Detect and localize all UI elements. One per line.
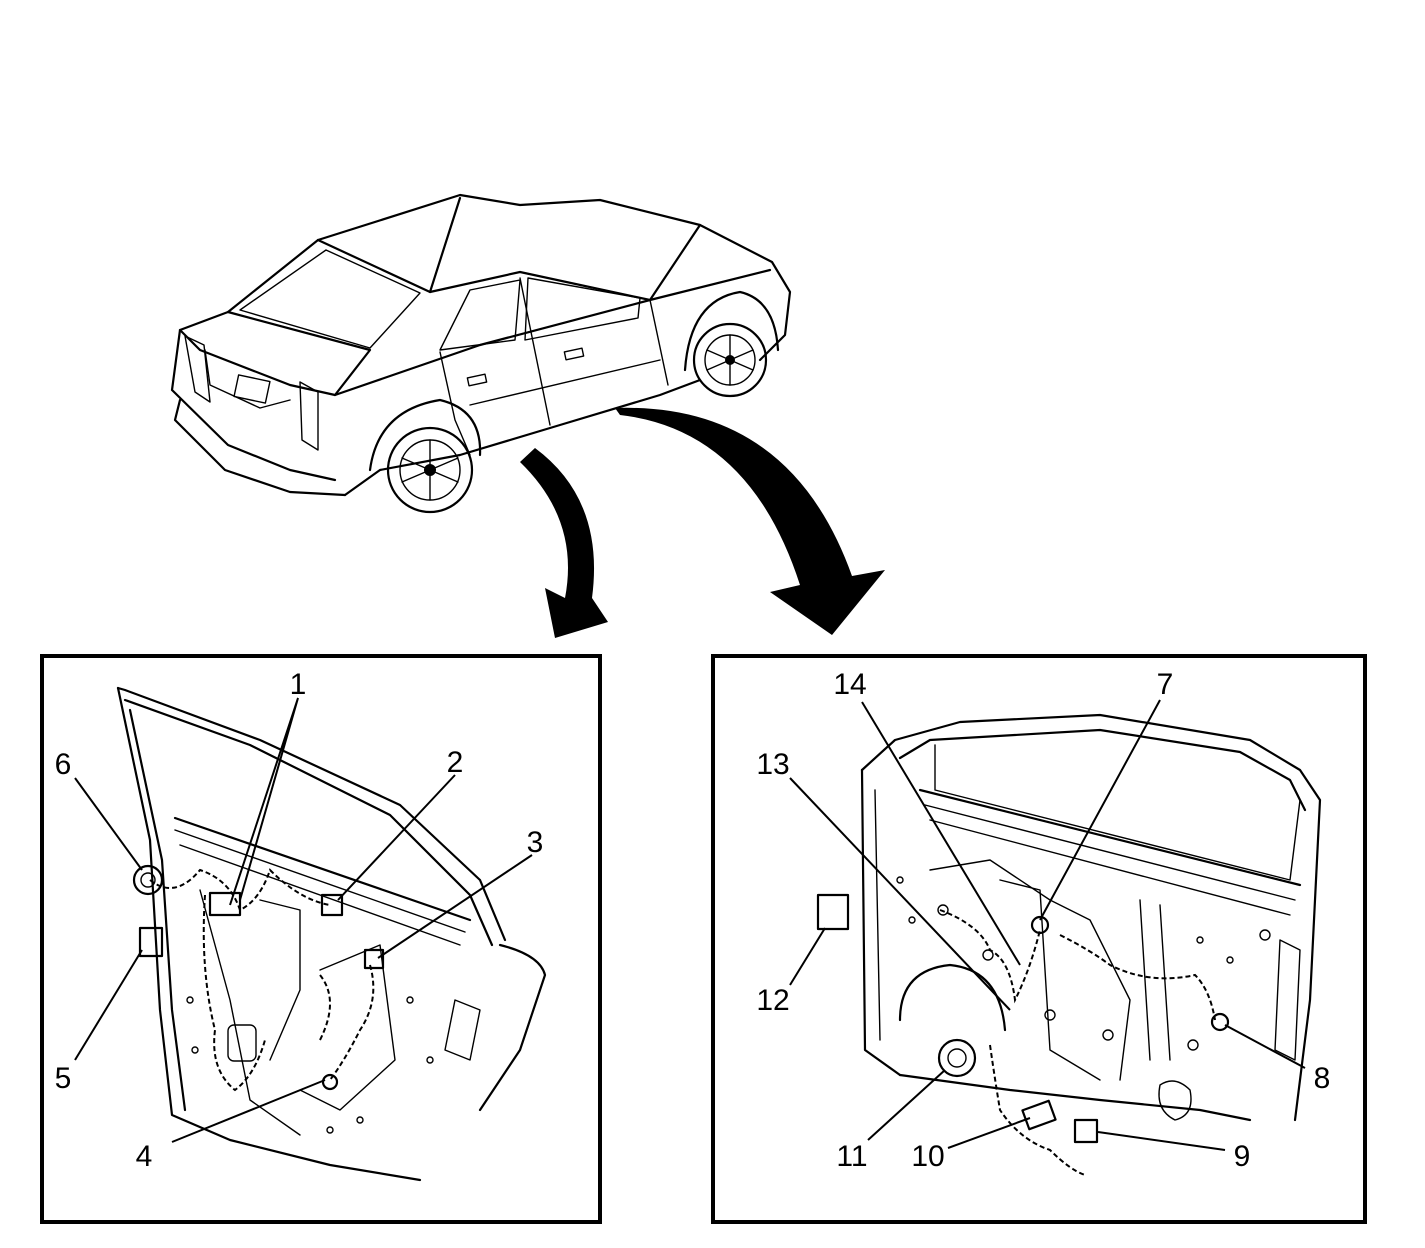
connector-c4 xyxy=(321,1073,339,1091)
leader-5 xyxy=(74,949,143,1061)
callout-5: 5 xyxy=(55,1062,72,1095)
callout-1: 1 xyxy=(290,668,307,701)
callout-11: 11 xyxy=(836,1140,867,1173)
connector-c9 xyxy=(1073,1118,1099,1144)
callout-8: 8 xyxy=(1314,1062,1331,1095)
connector-c10 xyxy=(1021,1099,1057,1131)
leader-3 xyxy=(377,854,533,959)
leader-6 xyxy=(74,777,143,871)
front-door-view-frame xyxy=(711,654,1367,1224)
switch-c12 xyxy=(816,893,850,931)
callout-12: 12 xyxy=(756,984,789,1017)
callout-9: 9 xyxy=(1234,1140,1251,1173)
front-wheel xyxy=(683,290,780,398)
leader-12 xyxy=(789,927,826,986)
connector-c2 xyxy=(320,893,344,917)
callout-14: 14 xyxy=(833,668,866,701)
connector-c8 xyxy=(1210,1012,1230,1032)
leader-13 xyxy=(789,777,1011,1011)
callout-13: 13 xyxy=(756,748,789,781)
rear-wheel xyxy=(368,398,482,514)
arrow-to-front-door-view xyxy=(615,407,885,635)
leader-14 xyxy=(861,701,1021,966)
callout-6: 6 xyxy=(55,748,72,781)
connector-c1 xyxy=(208,891,242,917)
leader-2 xyxy=(337,774,456,901)
speaker-connector-c11 xyxy=(937,1038,977,1078)
callout-3: 3 xyxy=(527,826,544,859)
leader-1 xyxy=(229,697,299,906)
leader-8 xyxy=(1224,1024,1306,1069)
arrow-to-rear-door-view xyxy=(520,448,608,638)
grommet-c6 xyxy=(132,864,164,896)
leader-10 xyxy=(947,1117,1031,1149)
connector-c3 xyxy=(363,948,385,970)
switch-c5 xyxy=(138,926,164,958)
rear-door-view xyxy=(116,686,547,1182)
vehicle-illustration xyxy=(170,193,792,514)
callout-2: 2 xyxy=(447,746,464,779)
callout-7: 7 xyxy=(1157,668,1174,701)
leader-11 xyxy=(867,1069,946,1141)
callout-4: 4 xyxy=(136,1140,153,1173)
rear-door-view-frame xyxy=(40,654,602,1224)
leader-7 xyxy=(1039,699,1161,921)
leader-9 xyxy=(1097,1131,1226,1151)
leader-4 xyxy=(171,1079,326,1143)
connector-c7 xyxy=(1030,915,1050,935)
front-door-view xyxy=(816,713,1322,1176)
callout-10: 10 xyxy=(911,1140,944,1173)
